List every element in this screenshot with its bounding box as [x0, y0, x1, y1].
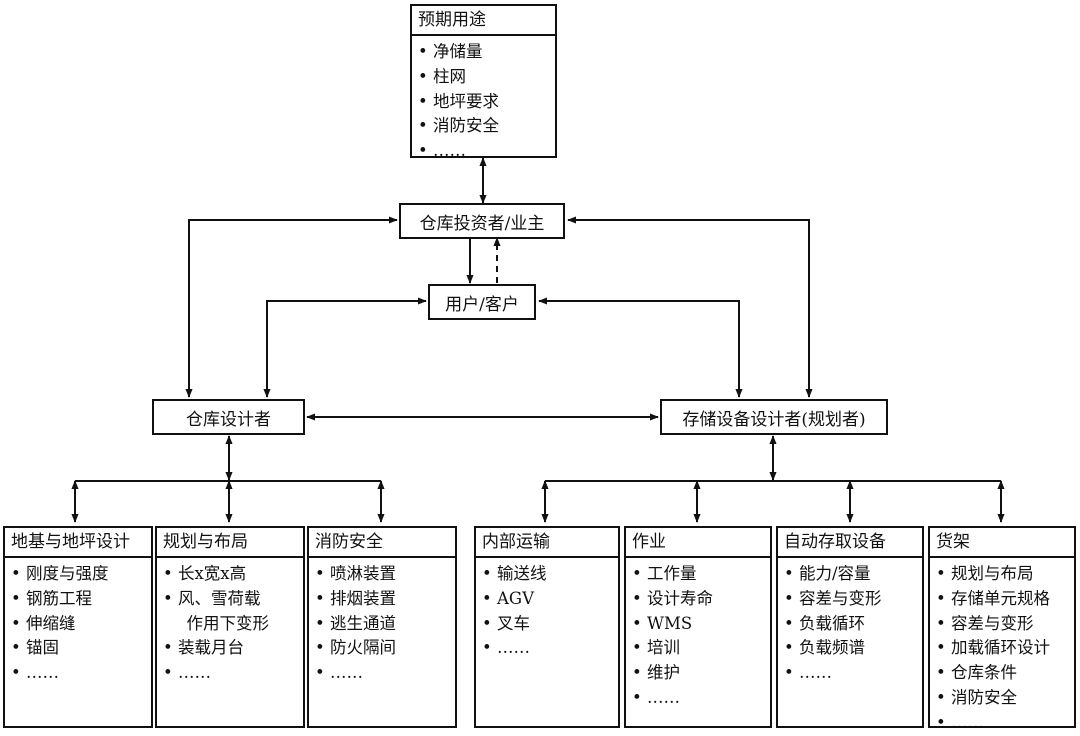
fire-safety-card: 消防安全 喷淋装置 排烟装置 逃生通道 防火隔间 ……: [307, 526, 457, 728]
racking-card: 货架 规划与布局 存储单元规格 容差与变形 加载循环设计 仓库条件 消防安全 ……: [928, 526, 1076, 732]
card-title: 内部运输: [476, 528, 618, 558]
card-title: 作业: [626, 528, 770, 558]
list-item: 工作量: [632, 562, 770, 587]
planning-layout-card: 规划与布局 长x宽x高 风、雪荷载 作用下变形 装载月台 ……: [155, 526, 305, 728]
list-item: 培训: [632, 636, 770, 661]
list-item: 锚固: [11, 636, 151, 661]
list-item: 喷淋装置: [315, 562, 455, 587]
internal-transport-card: 内部运输 输送线 AGV 叉车 ……: [474, 526, 620, 728]
list-item: 刚度与强度: [11, 562, 151, 587]
list-item: ……: [315, 661, 455, 686]
list-item: 消防安全: [936, 686, 1074, 711]
card-title: 地基与地坪设计: [5, 528, 151, 558]
list-item: ……: [482, 636, 618, 661]
card-list: 规划与布局 存储单元规格 容差与变形 加载循环设计 仓库条件 消防安全 ……: [930, 558, 1074, 736]
card-title: 规划与布局: [157, 528, 303, 558]
card-list: 能力/容量 容差与变形 负载循环 负载频谱 ……: [778, 558, 922, 686]
intended-use-card: 预期用途 净储量 柱网 地坪要求 消防安全 ……: [410, 4, 557, 160]
foundation-floor-card: 地基与地坪设计 刚度与强度 钢筋工程 伸缩缝 锚固 ……: [3, 526, 153, 728]
list-item: 能力/容量: [784, 562, 922, 587]
card-list: 喷淋装置 排烟装置 逃生通道 防火隔间 ……: [309, 558, 455, 686]
card-list: 刚度与强度 钢筋工程 伸缩缝 锚固 ……: [5, 558, 151, 686]
list-item: 消防安全: [418, 114, 555, 139]
list-item: 地坪要求: [418, 90, 555, 115]
intended-use-title: 预期用途: [412, 6, 555, 36]
list-item: ……: [784, 661, 922, 686]
list-item: 容差与变形: [784, 587, 922, 612]
card-list: 输送线 AGV 叉车 ……: [476, 558, 618, 661]
list-item: 装载月台: [163, 636, 303, 661]
list-item: 伸缩缝: [11, 612, 151, 637]
list-item: 叉车: [482, 612, 618, 637]
card-title: 货架: [930, 528, 1074, 558]
list-item: 钢筋工程: [11, 587, 151, 612]
list-item: ……: [418, 139, 555, 164]
storage-designer-box: 存储设备设计者(规划者): [660, 399, 888, 435]
list-item: 加载循环设计: [936, 636, 1074, 661]
list-item: ……: [11, 661, 151, 686]
list-item: ……: [163, 661, 303, 686]
list-item: AGV: [482, 587, 618, 612]
user-box: 用户/客户: [428, 284, 536, 320]
list-item: 维护: [632, 661, 770, 686]
list-item: 风、雪荷载: [163, 587, 303, 612]
warehouse-designer-box: 仓库设计者: [152, 399, 305, 435]
list-item: 仓库条件: [936, 661, 1074, 686]
list-item: WMS: [632, 612, 770, 637]
list-item: 长x宽x高: [163, 562, 303, 587]
list-item: 柱网: [418, 65, 555, 90]
asrs-equipment-card: 自动存取设备 能力/容量 容差与变形 负载循环 负载频谱 ……: [776, 526, 924, 728]
list-item: 负载频谱: [784, 636, 922, 661]
list-item: 存储单元规格: [936, 587, 1074, 612]
operations-card: 作业 工作量 设计寿命 WMS 培训 维护 ……: [624, 526, 772, 728]
card-title: 自动存取设备: [778, 528, 922, 558]
list-item: ……: [936, 711, 1074, 736]
list-item: 负载循环: [784, 612, 922, 637]
list-item: 输送线: [482, 562, 618, 587]
owner-box: 仓库投资者/业主: [399, 203, 565, 239]
card-list: 长x宽x高 风、雪荷载 作用下变形 装载月台 ……: [157, 558, 303, 686]
list-item: 设计寿命: [632, 587, 770, 612]
list-item: 逃生通道: [315, 612, 455, 637]
list-item: 净储量: [418, 40, 555, 65]
list-item: 防火隔间: [315, 636, 455, 661]
list-item: ……: [632, 686, 770, 711]
list-item: 规划与布局: [936, 562, 1074, 587]
list-item: 排烟装置: [315, 587, 455, 612]
list-item: 容差与变形: [936, 612, 1074, 637]
intended-use-list: 净储量 柱网 地坪要求 消防安全 ……: [412, 36, 555, 164]
card-title: 消防安全: [309, 528, 455, 558]
list-item-continuation: 作用下变形: [186, 613, 270, 633]
card-list: 工作量 设计寿命 WMS 培训 维护 ……: [626, 558, 770, 711]
